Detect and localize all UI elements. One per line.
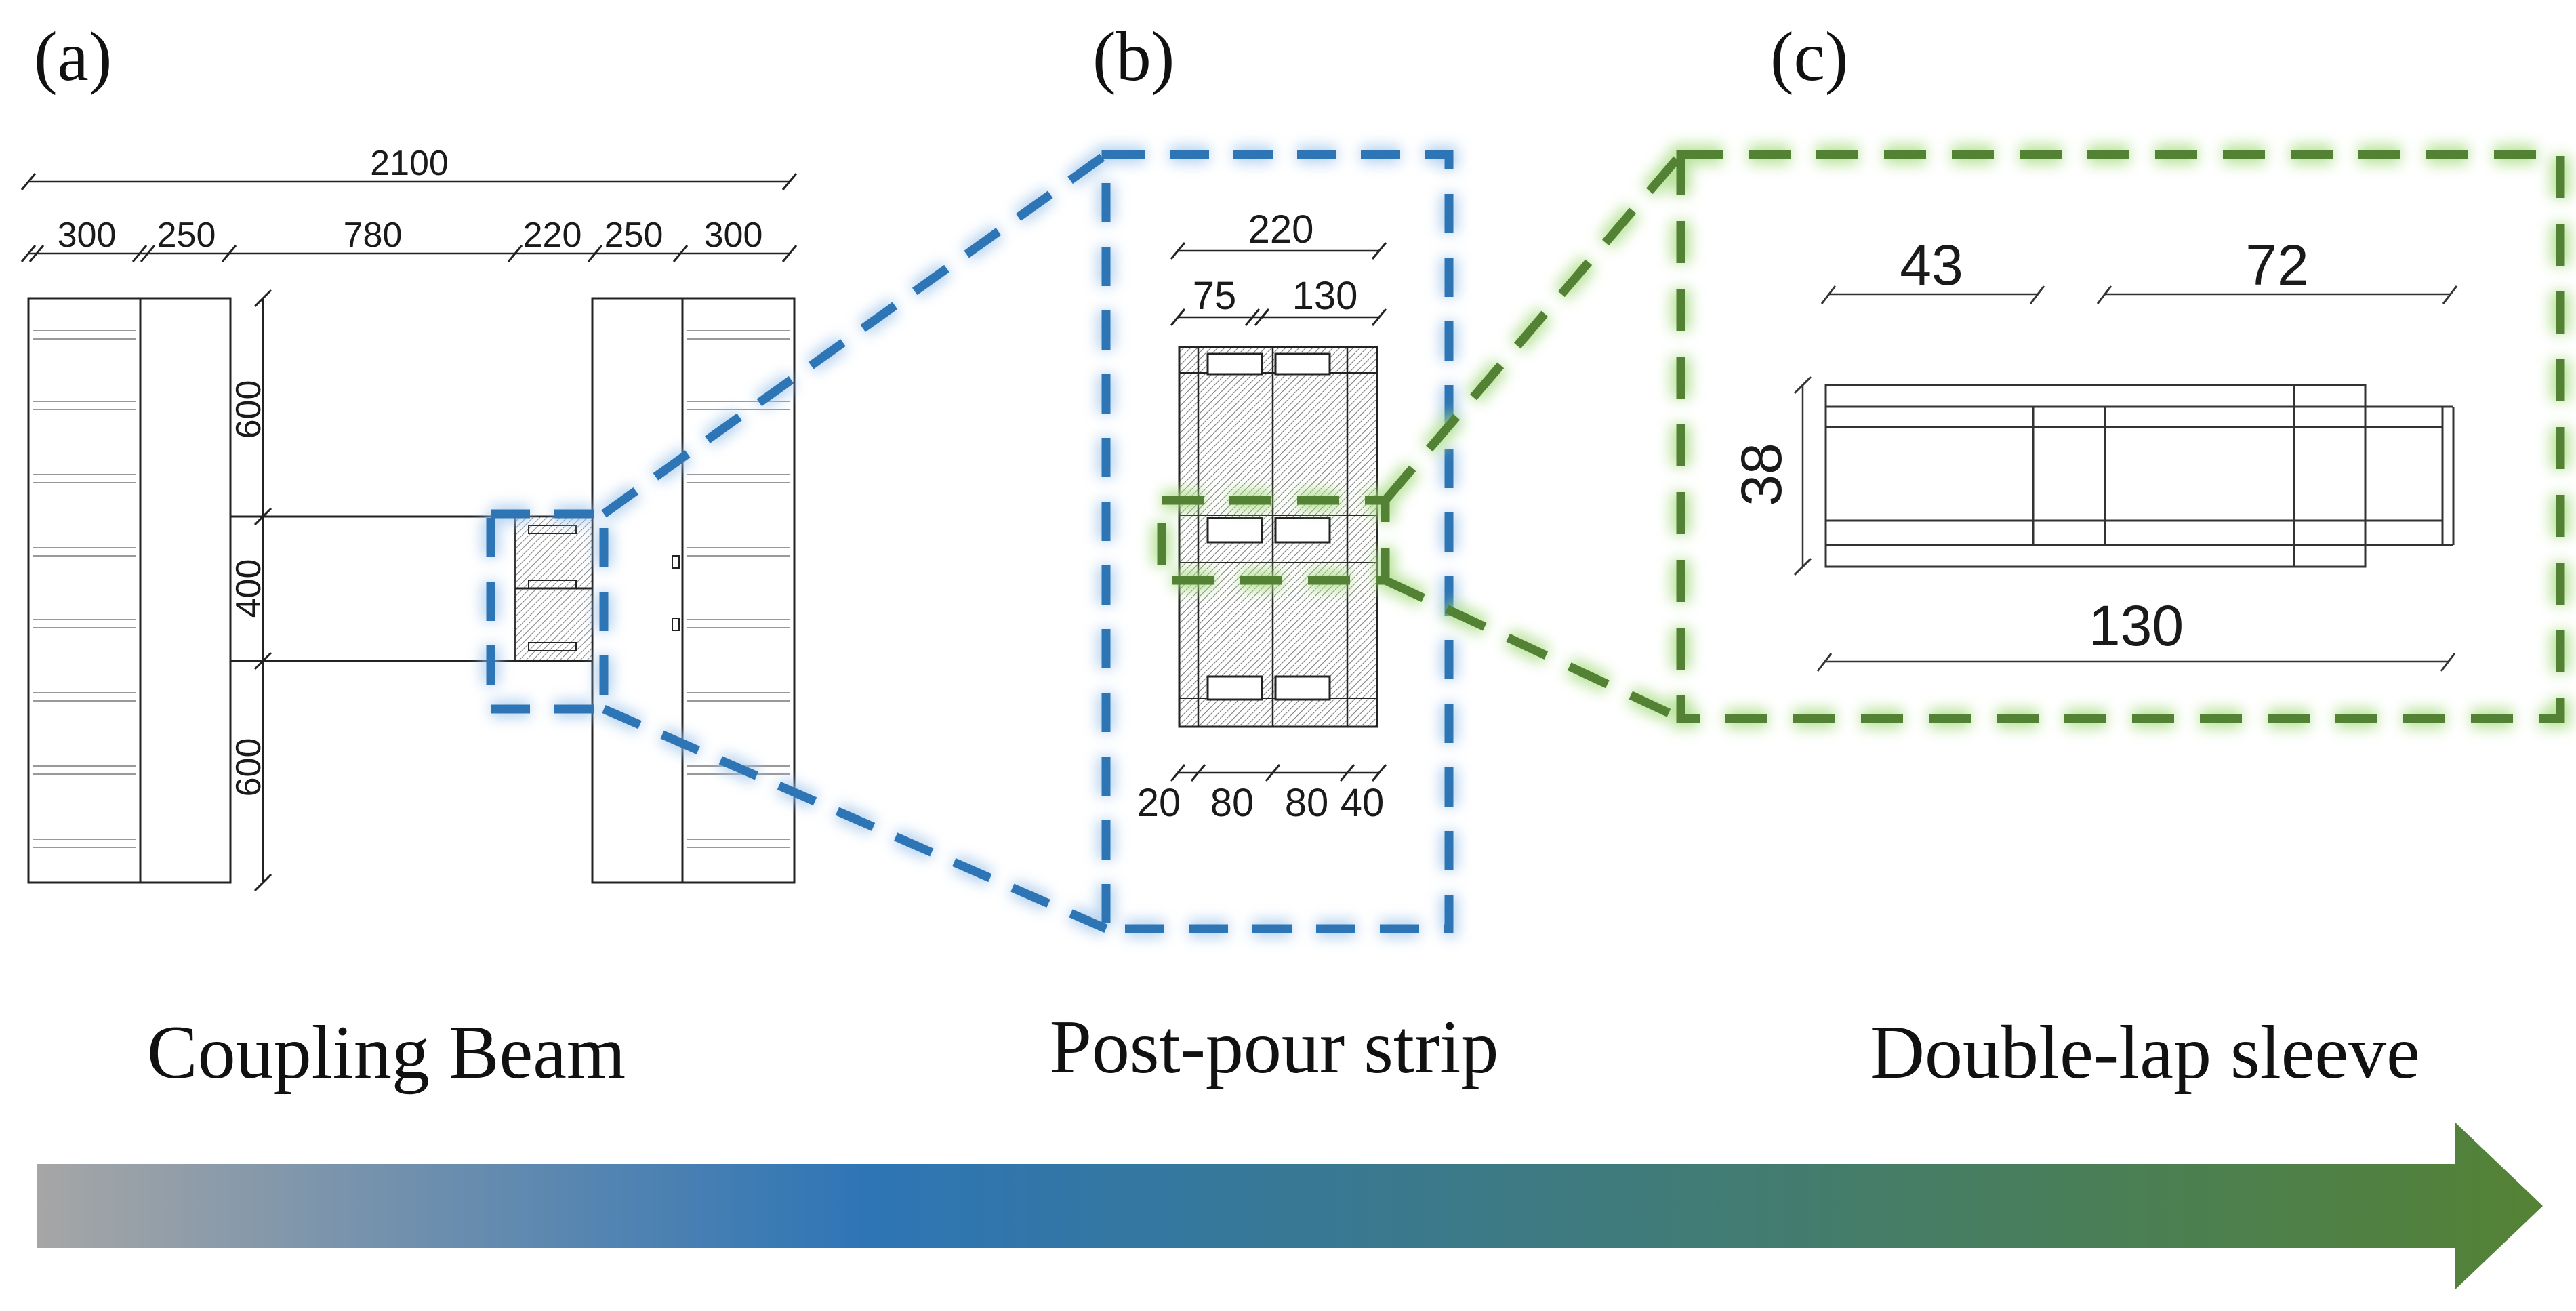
panel-label-b: (b) [1092,18,1174,96]
dim-a-segment-2: 250 [157,216,216,255]
dim-b-top-2: 130 [1292,274,1358,318]
caption-coupling-beam: Coupling Beam [147,1011,626,1095]
dim-b-top-1: 75 [1193,274,1237,318]
dim-c-top-1: 43 [1900,233,1963,297]
caption-double-lap-sleeve: Double-lap sleeve [1870,1011,2420,1095]
dim-a-vertical-1: 600 [229,380,268,439]
dim-a-overall: 2100 [370,144,449,183]
post-pour-strip-drawing [1170,242,1387,782]
panel-label-a: (a) [34,18,112,96]
dim-a-segment-3: 780 [344,216,403,255]
dim-a-segment-4: 220 [523,216,582,255]
dim-a-vertical-3: 600 [229,738,268,797]
green-zoom-frame [1151,144,2571,729]
dim-c-length: 130 [2089,594,2184,658]
progression-arrow [37,1122,2543,1290]
panel-label-c: (c) [1770,18,1848,96]
dim-b-bottom-2: 80 [1210,781,1254,825]
dim-b-width: 220 [1248,207,1314,251]
dim-b-bottom-4: 40 [1341,781,1385,825]
dim-b-bottom-3: 80 [1285,781,1329,825]
dim-a-segment-1: 300 [58,216,117,255]
dim-a-segment-5: 250 [605,216,663,255]
dim-c-height: 38 [1730,443,1793,506]
caption-post-pour-strip: Post-pour strip [1050,1005,1499,1089]
double-lap-sleeve-drawing [1793,285,2458,672]
dim-a-vertical-2: 400 [229,559,268,618]
dim-c-top-2: 72 [2245,233,2308,297]
dim-b-bottom-1: 20 [1137,781,1181,825]
coupling-beam-drawing [20,173,798,892]
blue-zoom-frame [482,146,1458,937]
dim-a-segment-6: 300 [704,216,763,255]
